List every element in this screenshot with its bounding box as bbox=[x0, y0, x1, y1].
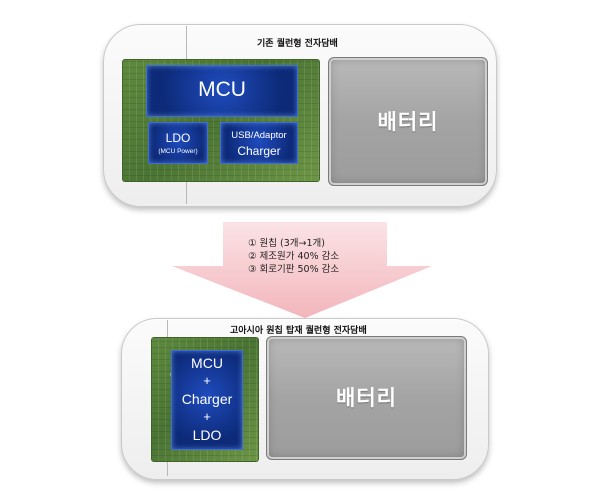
top-battery-label: 배터리 bbox=[377, 110, 439, 134]
note-item: ② 제조원가 40% 감소 bbox=[248, 251, 340, 262]
bottom-device-title: 고아시아 원칩 탑재 퀄런형 전자담배 bbox=[230, 326, 367, 336]
ldo-chip: LDO (MCU Power) bbox=[148, 122, 208, 164]
improvement-notes: ① 원칩 (3개→1개) ② 제조원가 40% 감소 ③ 회로기판 50% 감소 bbox=[248, 237, 339, 276]
top-device-title: 기존 퀄런형 전자담배 bbox=[257, 39, 338, 49]
note-item: ③ 회로기판 50% 감소 bbox=[248, 264, 340, 275]
mcu-chip: MCU bbox=[146, 65, 298, 117]
one-chip-line: + bbox=[203, 409, 211, 424]
usb-charger-chip: USB/Adaptor Charger bbox=[220, 122, 298, 164]
ldo-chip-label: LDO bbox=[165, 131, 191, 145]
one-chip: MCU + Charger + LDO bbox=[171, 350, 243, 450]
top-battery: 배터리 bbox=[328, 57, 488, 186]
bottom-battery-label: 배터리 bbox=[336, 386, 397, 410]
charger-chip-label: Charger bbox=[237, 144, 281, 158]
one-chip-line: LDO bbox=[192, 427, 222, 443]
bottom-battery: 배터리 bbox=[266, 336, 467, 460]
one-chip-line: + bbox=[203, 373, 211, 388]
one-chip-line: MCU bbox=[191, 355, 223, 371]
usb-chip-label: USB/Adaptor bbox=[231, 130, 287, 141]
mcu-chip-label: MCU bbox=[198, 78, 246, 101]
one-chip-line: Charger bbox=[181, 391, 233, 407]
ldo-chip-sublabel: (MCU Power) bbox=[158, 148, 198, 155]
note-item: ① 원칩 (3개→1개) bbox=[248, 238, 325, 249]
